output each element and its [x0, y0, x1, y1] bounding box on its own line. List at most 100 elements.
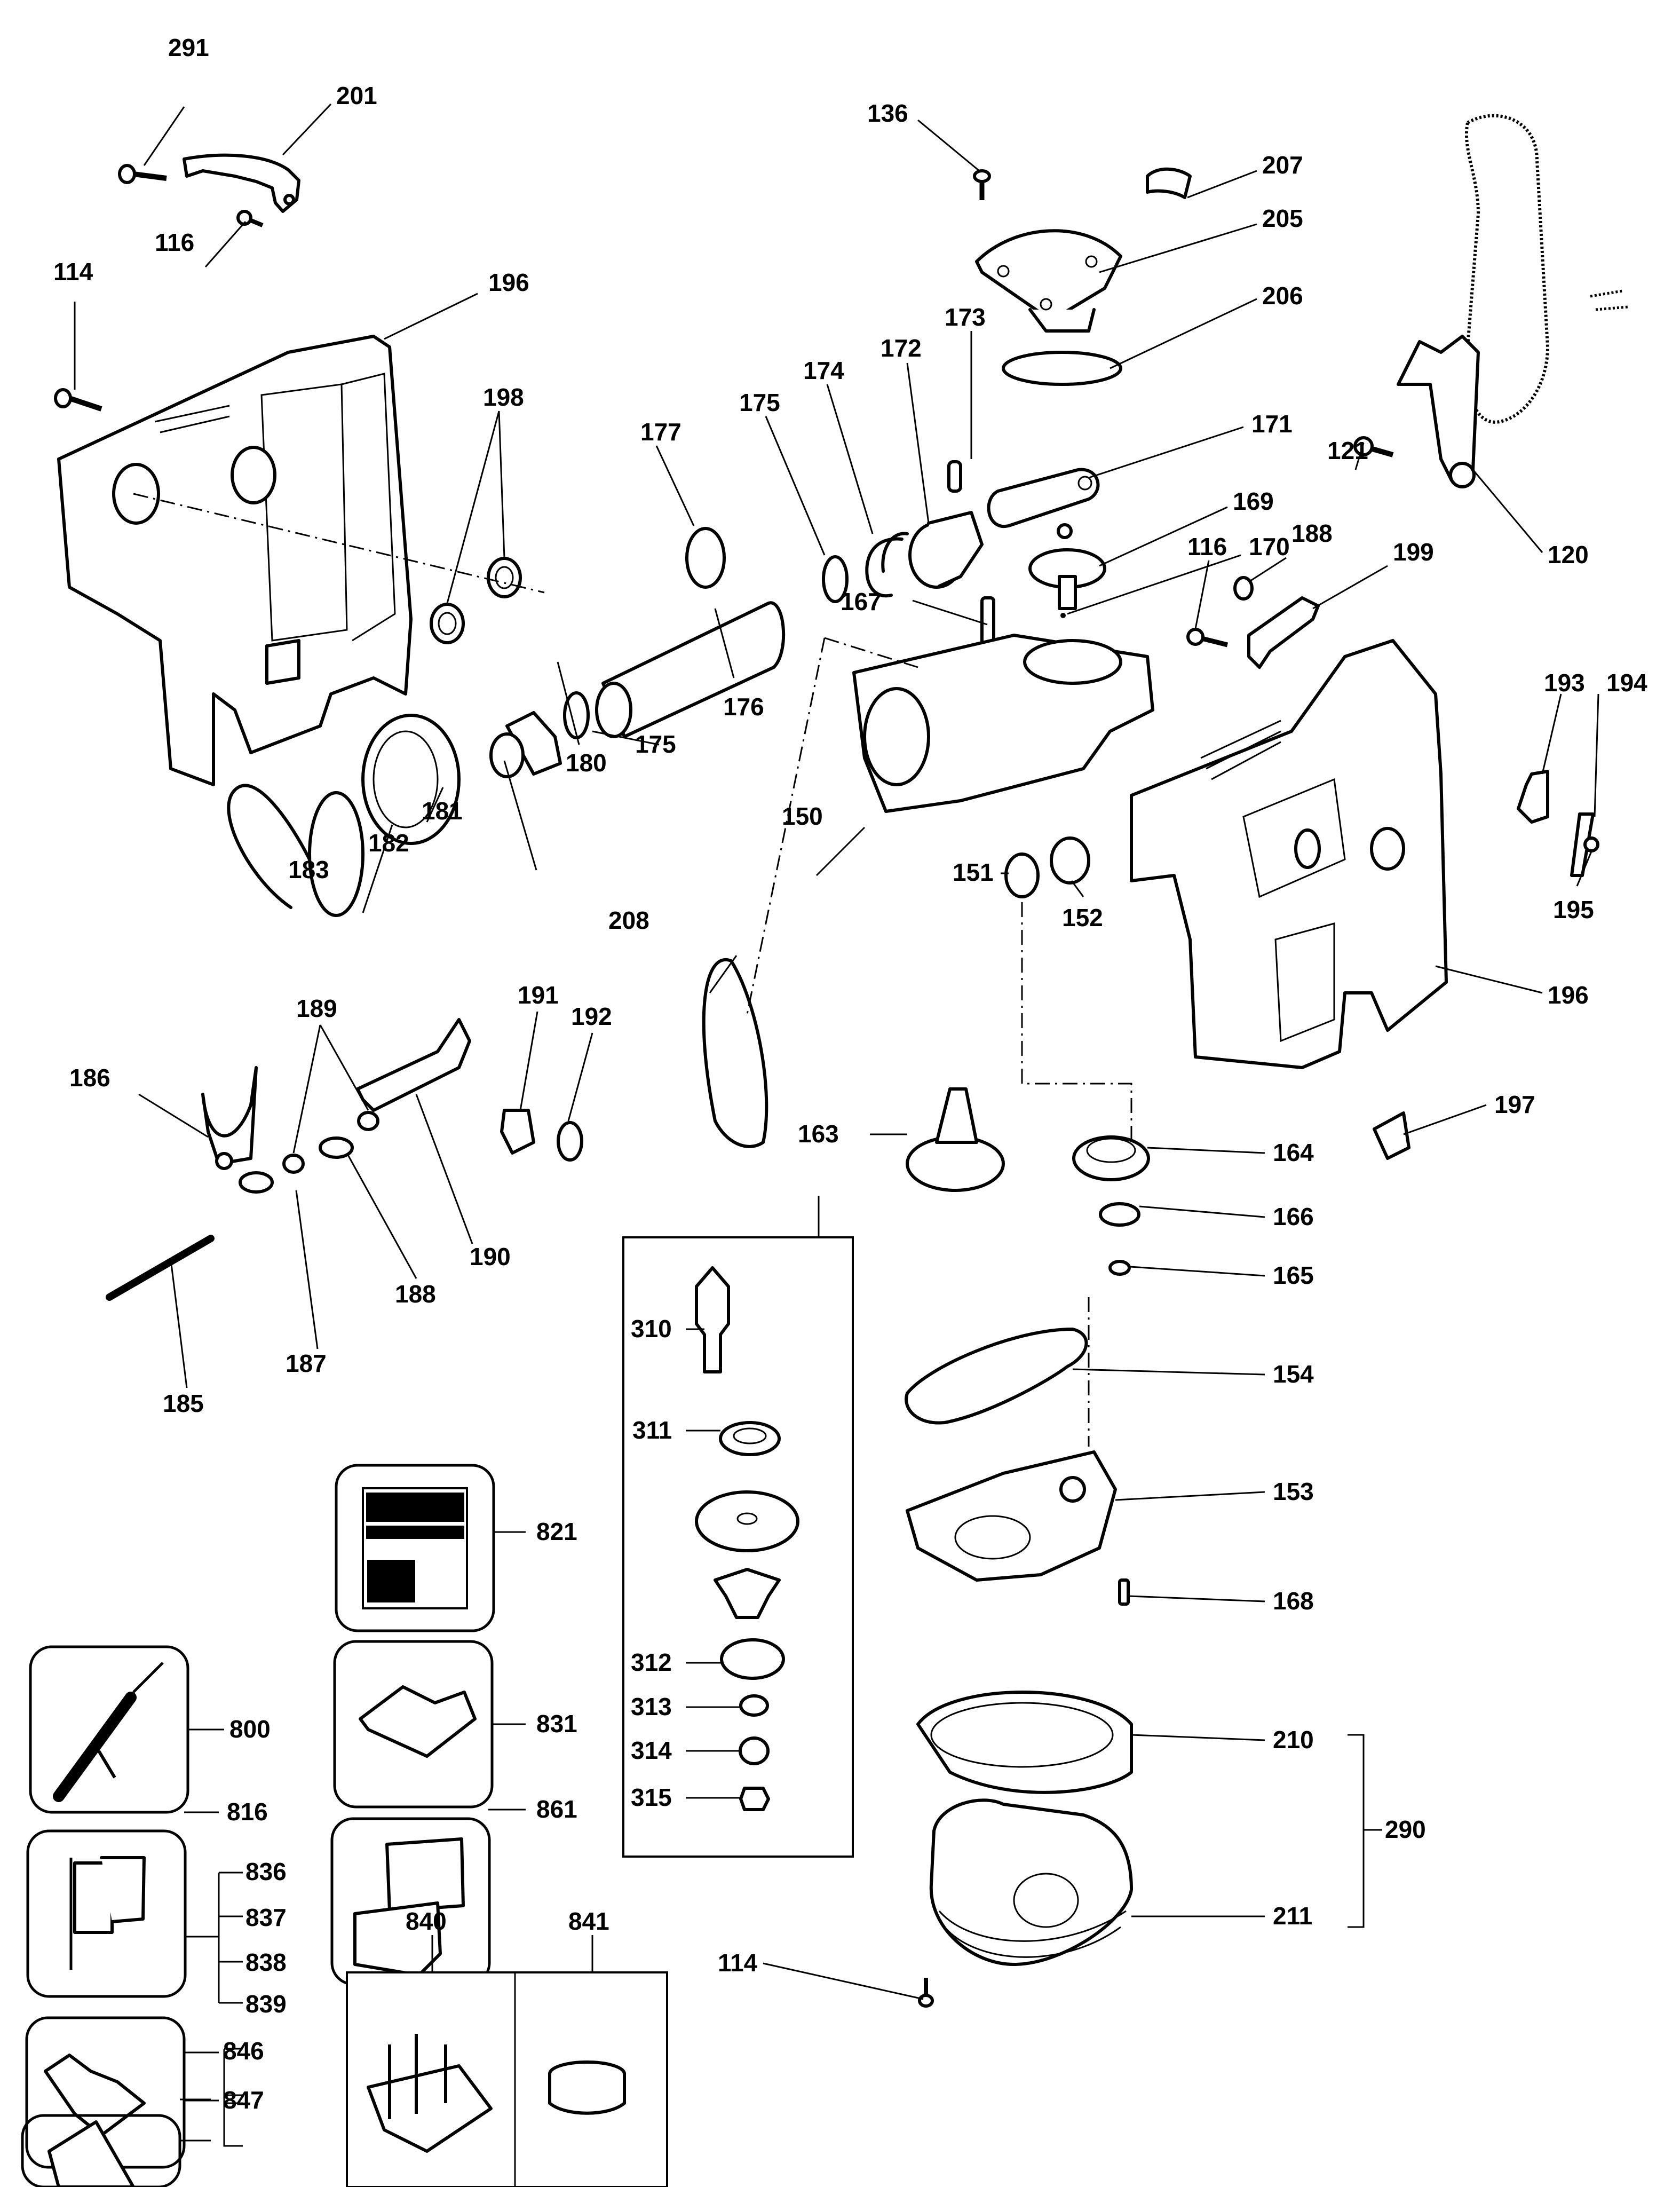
part-166-bearing-cup [1099, 1202, 1140, 1227]
part-136-screw [973, 169, 991, 200]
callout-836: 836 [245, 1858, 287, 1885]
accessory-box-861 [330, 1817, 491, 1986]
callout-153: 153 [1273, 1478, 1314, 1505]
callout-170: 170 [1249, 533, 1290, 560]
callout-839: 839 [245, 1990, 287, 2018]
callout-800: 800 [229, 1715, 271, 1743]
callout-163: 163 [798, 1120, 839, 1148]
part-205-cover-plate [975, 229, 1122, 333]
part-175-oring [563, 691, 590, 739]
part-195-screw [1583, 836, 1599, 852]
part-116-screw [1186, 628, 1229, 648]
callout-114: 114 [718, 1949, 758, 1977]
callout-198: 198 [483, 383, 524, 411]
part-177-ring [685, 527, 726, 589]
leader-lines [74, 103, 1599, 2142]
callout-210: 210 [1273, 1726, 1314, 1754]
part-193-switch [1517, 770, 1549, 824]
part-207-plug [1146, 167, 1192, 199]
part-handle-assembly-dotted [1464, 114, 1628, 424]
accessory-box-840-841 [346, 1971, 668, 2187]
part-196-housing-right-half [1130, 639, 1448, 1069]
callout-846: 846 [223, 2037, 264, 2065]
callout-194: 194 [1606, 669, 1647, 697]
part-clutch-unlabeled [714, 1568, 781, 1619]
part-176-barrel-cylinder [595, 601, 786, 738]
callout-311: 311 [632, 1416, 672, 1444]
part-164-gear [1072, 1135, 1150, 1181]
part-174-ring [865, 532, 909, 598]
callout-206: 206 [1262, 282, 1303, 310]
callout-180: 180 [566, 749, 607, 777]
bit-holder-stand-icon [367, 2034, 493, 2153]
part-312-disc [720, 1638, 785, 1680]
callout-152: 152 [1062, 904, 1103, 931]
accessory-box-816 [26, 1829, 187, 1998]
callout-847: 847 [223, 2086, 264, 2114]
part-185-rod [106, 1235, 215, 1301]
part-192-ring [557, 1121, 583, 1162]
callout-189: 189 [296, 994, 337, 1022]
part-116-screw [236, 210, 264, 227]
callout-166: 166 [1273, 1203, 1314, 1230]
callout-169: 169 [1233, 487, 1274, 515]
callout-196: 196 [1548, 981, 1589, 1009]
callout-175: 175 [739, 389, 780, 416]
callout-831: 831 [536, 1710, 577, 1738]
callout-176: 176 [723, 693, 764, 721]
callout-116: 116 [155, 228, 194, 256]
callout-151: 151 [953, 858, 994, 886]
part-188-spring [1233, 576, 1254, 601]
callout-199: 199 [1393, 538, 1434, 566]
part-310-pinion-shaft [695, 1266, 730, 1373]
part-211-motor-base [929, 1798, 1133, 1966]
flag-label-icon [69, 1856, 146, 1970]
part-188-spring [319, 1136, 354, 1159]
part-182-ring [308, 791, 364, 917]
callout-186: 186 [69, 1064, 110, 1092]
carry-case-icon [353, 1837, 465, 1977]
part-173-pin [947, 460, 962, 493]
part-183-circlip [227, 784, 311, 909]
kit-163-box [622, 1236, 854, 1858]
part-165-bearing [1108, 1260, 1131, 1276]
part-198-seals [430, 557, 522, 644]
grease-tin-icon [548, 2060, 626, 2115]
part-190-selector-lever [356, 1018, 471, 1112]
callout-211: 211 [1273, 1902, 1312, 1930]
callout-187: 187 [286, 1349, 327, 1377]
part-121-screw [1353, 436, 1394, 457]
part-206-gasket [1002, 351, 1122, 386]
callout-116: 116 [1187, 533, 1227, 560]
part-169-crank-gear [1028, 523, 1106, 610]
part-163-gear [906, 1087, 1005, 1192]
callout-193: 193 [1544, 669, 1585, 697]
part-150-gear-housing [852, 634, 1154, 813]
part-168-screw [1118, 1578, 1130, 1606]
part-170-ball [1060, 613, 1066, 618]
part-315-nut [739, 1787, 770, 1811]
callout-188: 188 [395, 1280, 436, 1308]
callout-821: 821 [536, 1518, 577, 1545]
part-114-screw [918, 1978, 934, 2008]
bracket-836-839 [223, 2048, 243, 2147]
part-180-striker [489, 711, 562, 778]
callout-136: 136 [867, 99, 908, 127]
part-186-fork [201, 1066, 258, 1170]
accessory-box-831 [333, 1640, 494, 1809]
accessory-box-821 [335, 1464, 495, 1632]
part-191-knob [500, 1109, 535, 1155]
part-197-clip [1373, 1111, 1410, 1160]
callout-172: 172 [881, 334, 922, 362]
callout-315: 315 [631, 1783, 672, 1811]
part-201-clamp-bracket [183, 153, 300, 213]
callout-192: 192 [571, 1002, 612, 1030]
callout-291: 291 [168, 34, 209, 61]
callout-205: 205 [1262, 204, 1303, 232]
assembly-axis-line [746, 637, 826, 1015]
part-154-gasket [905, 1328, 1088, 1425]
callout-168: 168 [1273, 1587, 1314, 1615]
callout-208: 208 [608, 906, 649, 934]
callout-171: 171 [1251, 410, 1293, 438]
manual-book-icon [359, 1685, 477, 1758]
